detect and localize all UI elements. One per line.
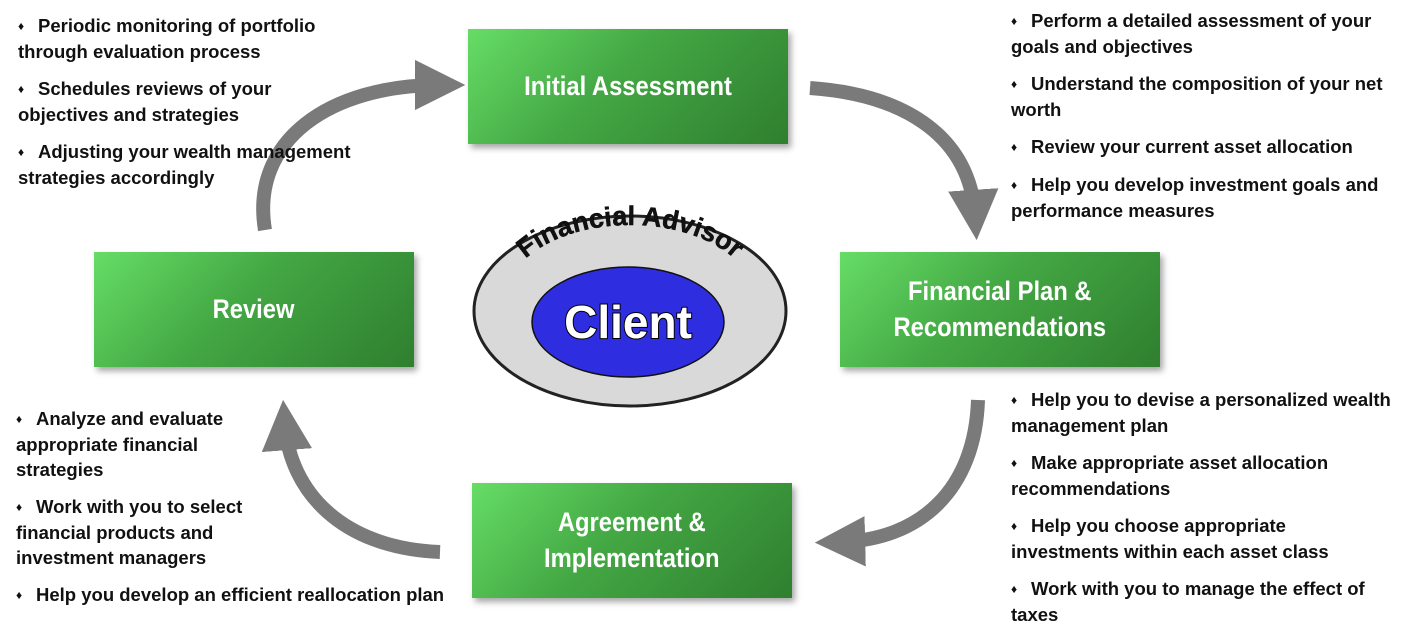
list-item: ♦Understand the composition of your net …: [1011, 73, 1383, 120]
list-item: ♦Help you choose appropriate investments…: [1011, 515, 1329, 562]
bullets-bottom-right: ♦Help you to devise a personalized wealt…: [1011, 387, 1396, 639]
financial-plan-box: Financial Plan & Recommendations: [840, 252, 1160, 367]
client-label: Client: [564, 296, 692, 348]
client-ellipse: [531, 266, 725, 378]
agreement-implementation-label: Agreement & Implementation: [544, 507, 720, 573]
diamond-bullet-icon: ♦: [1011, 456, 1018, 470]
list-item: ♦Periodic monitoring of portfolio throug…: [18, 15, 316, 62]
diamond-bullet-icon: ♦: [18, 145, 25, 159]
bullets-bottom-left: ♦Analyze and evaluate appropriate financ…: [16, 406, 456, 620]
bullets-top-right: ♦Perform a detailed assessment of your g…: [1011, 8, 1396, 235]
diamond-bullet-icon: ♦: [1011, 393, 1018, 407]
list-item: ♦Review your current asset allocation: [1011, 134, 1396, 160]
list-item: ♦Make appropriate asset allocation recom…: [1011, 452, 1329, 499]
review-box: Review: [94, 252, 414, 367]
diamond-bullet-icon: ♦: [1011, 178, 1018, 192]
list-item: ♦Perform a detailed assessment of your g…: [1011, 10, 1372, 57]
list-item: ♦Analyze and evaluate appropriate financ…: [16, 408, 224, 480]
initial-assessment-box: Initial Assessment: [468, 29, 788, 144]
list-item: ♦Help you to devise a personalized wealt…: [1011, 389, 1391, 436]
diamond-bullet-icon: ♦: [1011, 140, 1018, 154]
diamond-bullet-icon: ♦: [1011, 519, 1018, 533]
list-item: ♦Adjusting your wealth management strate…: [18, 141, 351, 188]
list-item: ♦Work with you to select financial produ…: [16, 496, 243, 568]
arrow-agreement-to-review: [261, 399, 441, 559]
financial-plan-label: Financial Plan & Recommendations: [893, 276, 1107, 342]
list-item: ♦Help you develop an efficient reallocat…: [16, 582, 456, 608]
list-item: ♦Work with you to manage the effect of t…: [1011, 578, 1365, 625]
bullets-top-left: ♦Periodic monitoring of portfolio throug…: [18, 13, 363, 202]
diamond-bullet-icon: ♦: [18, 82, 25, 96]
list-item: ♦Help you develop investment goals and p…: [1011, 174, 1379, 221]
list-item: ♦Schedules reviews of your objectives an…: [18, 78, 272, 125]
arrow-plan-to-agreement: [814, 399, 985, 567]
review-label: Review: [213, 293, 295, 324]
diamond-bullet-icon: ♦: [1011, 77, 1018, 91]
diamond-bullet-icon: ♦: [18, 19, 25, 33]
diamond-bullet-icon: ♦: [1011, 14, 1018, 28]
agreement-implementation-box: Agreement & Implementation: [472, 483, 792, 598]
initial-assessment-label: Initial Assessment: [524, 70, 732, 101]
diamond-bullet-icon: ♦: [16, 412, 23, 426]
diamond-bullet-icon: ♦: [16, 500, 23, 514]
diamond-bullet-icon: ♦: [1011, 582, 1018, 596]
arrow-review-to-initial: [256, 59, 466, 232]
diamond-bullet-icon: ♦: [16, 588, 23, 602]
arrow-initial-to-plan: [809, 81, 999, 241]
